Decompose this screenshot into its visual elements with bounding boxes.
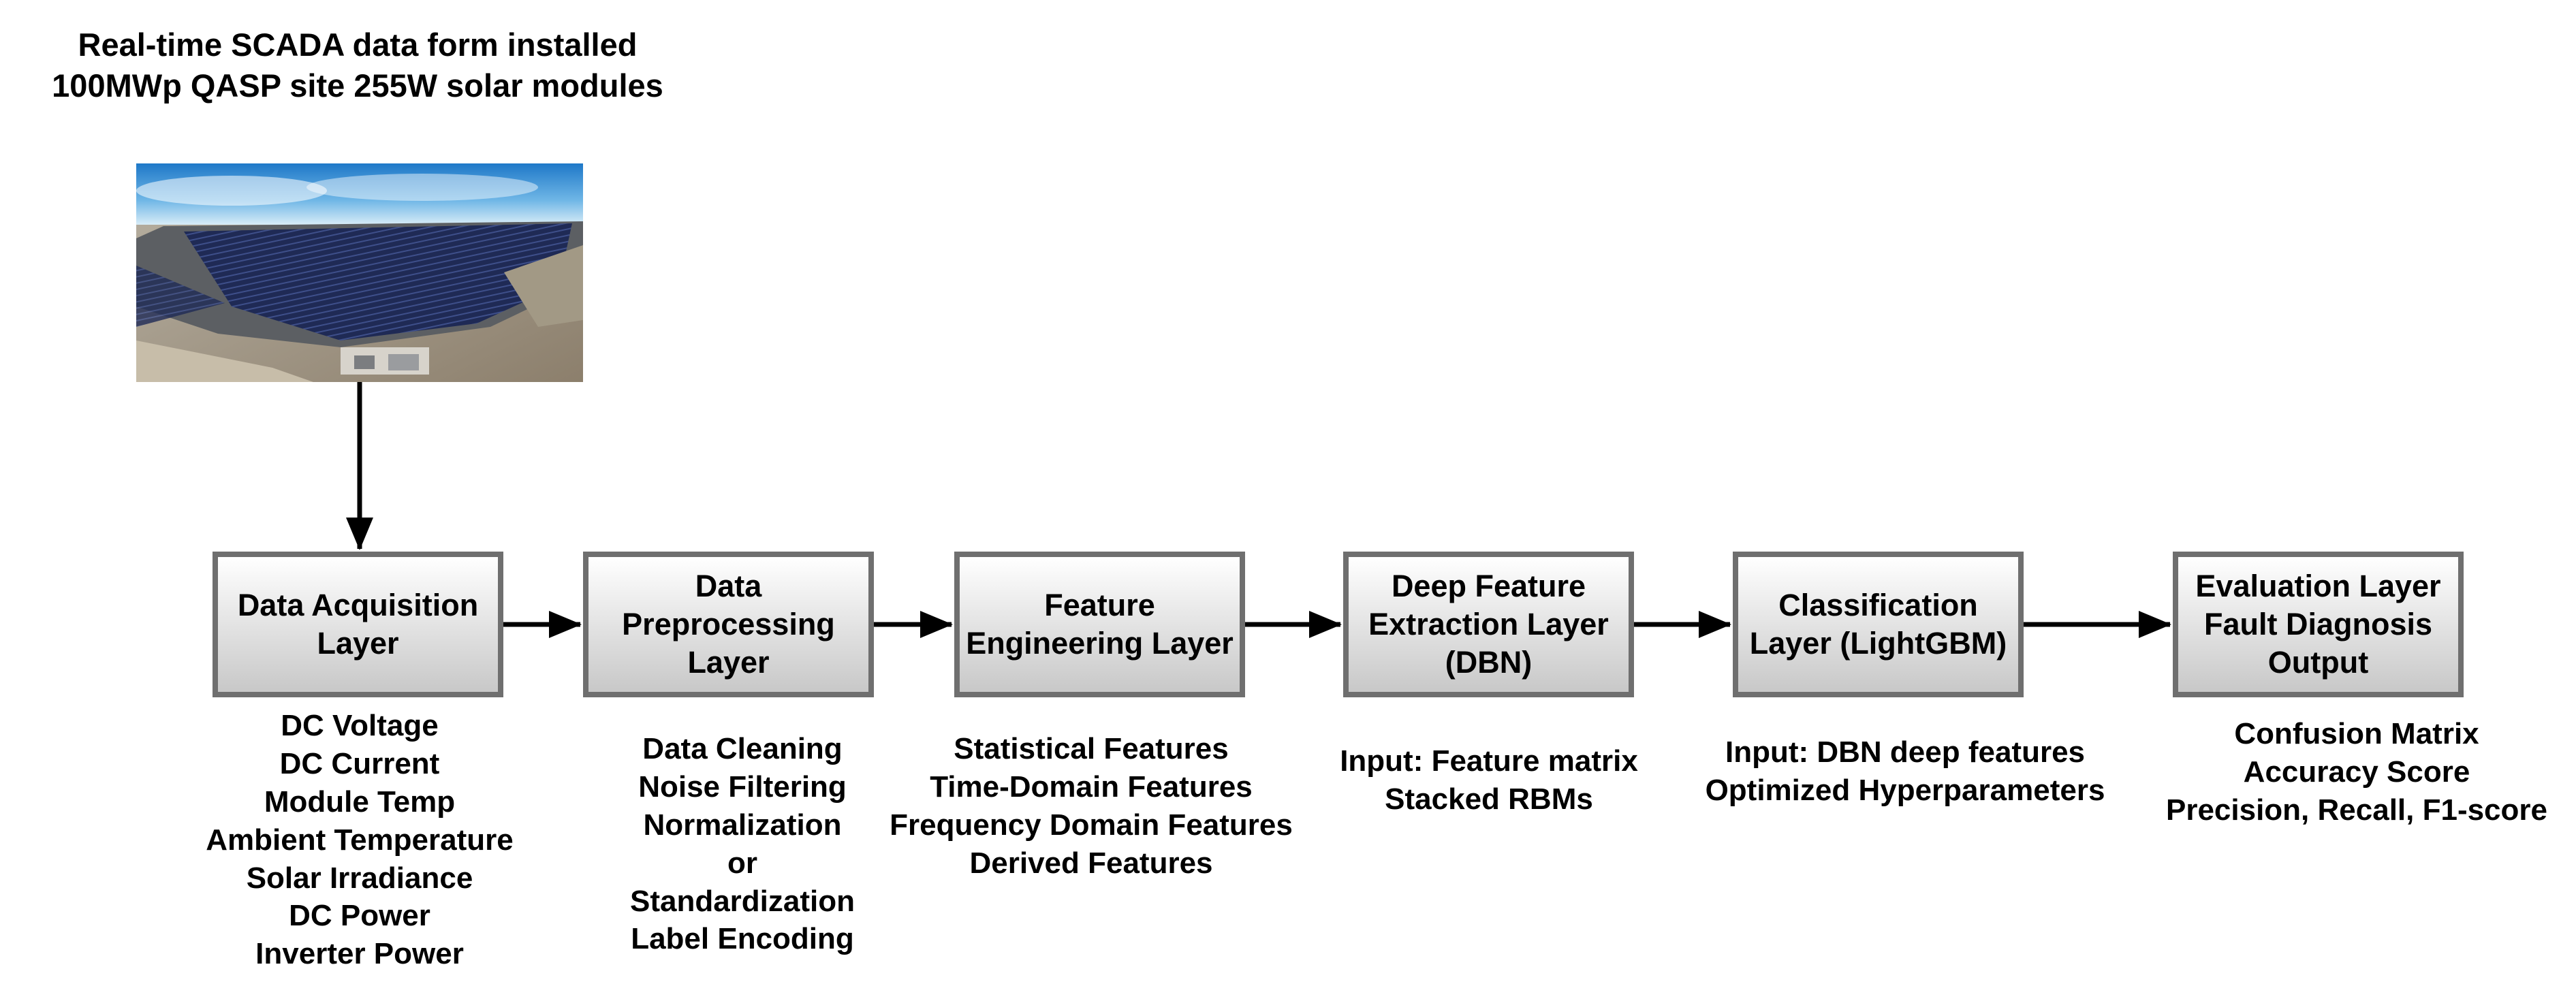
data-preprocessing-layer-box: Data Preprocessing Layer bbox=[583, 552, 874, 697]
deep-feature-extraction-layer-box: Deep Feature Extraction Layer (DBN) bbox=[1343, 552, 1634, 697]
classification-details-list: Input: DBN deep features Optimized Hyper… bbox=[1694, 733, 2116, 810]
deep-feature-extraction-layer-label: Deep Feature Extraction Layer (DBN) bbox=[1368, 569, 1609, 680]
preprocessing-steps-list: Data Cleaning Noise Filtering Normalizat… bbox=[531, 730, 954, 958]
list-item: DC Power bbox=[289, 899, 430, 933]
feature-engineering-layer-box: Feature Engineering Layer bbox=[954, 552, 1245, 697]
list-item: Module Temp bbox=[264, 784, 456, 819]
list-item: Data Cleaning bbox=[642, 732, 843, 765]
list-item: Ambient Temperature bbox=[206, 823, 514, 857]
data-acquisition-layer-label: Data Acquisition Layer bbox=[237, 588, 479, 661]
list-item: Derived Features bbox=[969, 846, 1213, 880]
list-item: DC Current bbox=[279, 746, 440, 780]
data-preprocessing-layer-label: Data Preprocessing Layer bbox=[622, 569, 835, 680]
list-item: DC Voltage bbox=[281, 709, 439, 742]
evaluation-layer-label: Evaluation Layer Fault Diagnosis Output bbox=[2195, 569, 2441, 680]
list-item: Label Encoding bbox=[631, 922, 854, 956]
classification-layer-box: Classification Layer (LightGBM) bbox=[1733, 552, 2024, 697]
classification-layer-label: Classification Layer (LightGBM) bbox=[1749, 588, 2007, 661]
list-item: Time-Domain Features bbox=[930, 769, 1253, 804]
list-item: or bbox=[727, 846, 757, 880]
list-item: Stacked RBMs bbox=[1385, 782, 1593, 816]
evaluation-layer-box: Evaluation Layer Fault Diagnosis Output bbox=[2173, 552, 2464, 697]
list-item: Noise Filtering bbox=[638, 769, 847, 804]
list-item: Accuracy Score bbox=[2243, 755, 2470, 789]
title-line-2: 100MWp QASP site 255W solar modules bbox=[52, 67, 663, 104]
list-item: Statistical Features bbox=[954, 732, 1229, 765]
data-acquisition-layer-box: Data Acquisition Layer bbox=[213, 552, 503, 697]
list-item: Optimized Hyperparameters bbox=[1705, 773, 2105, 807]
list-item: Inverter Power bbox=[255, 937, 464, 971]
diagram-title: Real-time SCADA data form installed 100M… bbox=[14, 25, 702, 106]
list-item: Precision, Recall, F1-score bbox=[2165, 793, 2548, 827]
list-item: Input: DBN deep features bbox=[1725, 735, 2086, 769]
feature-types-list: Statistical Features Time-Domain Feature… bbox=[880, 730, 1302, 883]
list-item: Standardization bbox=[629, 884, 855, 918]
deep-feature-details-list: Input: Feature matrix Stacked RBMs bbox=[1278, 742, 1700, 819]
solar-farm-photo bbox=[136, 163, 583, 382]
title-line-1: Real-time SCADA data form installed bbox=[78, 27, 638, 63]
list-item: Input: Feature matrix bbox=[1340, 744, 1638, 778]
feature-engineering-layer-label: Feature Engineering Layer bbox=[966, 588, 1234, 661]
list-item: Frequency Domain Features bbox=[890, 808, 1293, 842]
acquisition-inputs-list: DC Voltage DC Current Module Temp Ambien… bbox=[148, 707, 571, 973]
list-item: Solar Irradiance bbox=[246, 861, 473, 895]
list-item: Confusion Matrix bbox=[2234, 717, 2479, 750]
list-item: Normalization bbox=[643, 808, 842, 842]
evaluation-metrics-list: Confusion Matrix Accuracy Score Precisio… bbox=[2146, 715, 2568, 829]
